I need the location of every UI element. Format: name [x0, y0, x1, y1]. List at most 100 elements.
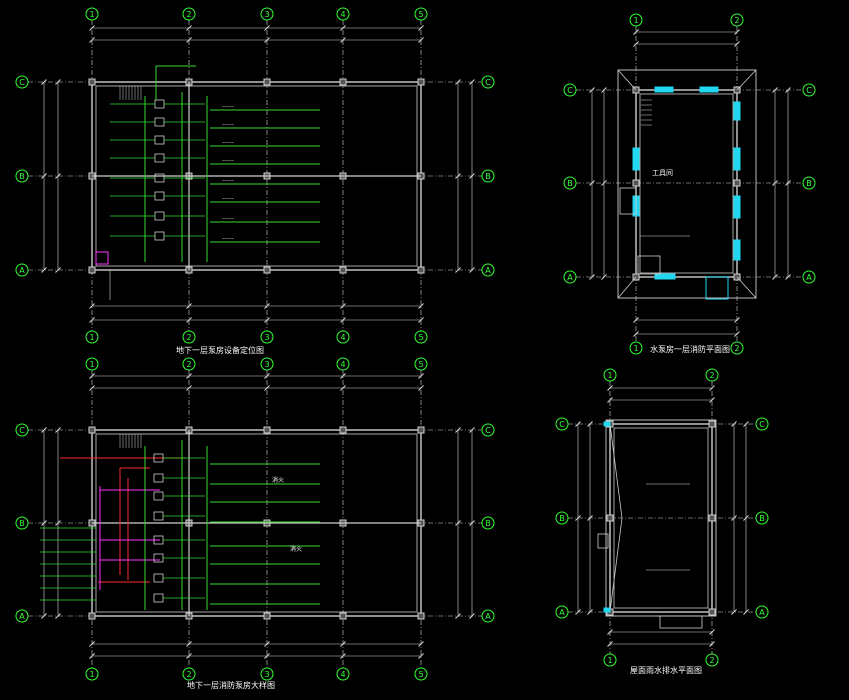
- plan-a-column: [339, 266, 347, 274]
- plan-a-dim-tick: [264, 25, 270, 31]
- plan-a-dim-tick: [418, 37, 424, 43]
- plan-a-title: 地下一层泵房设备定位图: [176, 345, 264, 355]
- plan-b-axis-bubble-top-label: 2: [186, 360, 191, 369]
- plan-c-axis-bubble-right-label: B: [806, 179, 812, 188]
- plan-c-window: [654, 273, 676, 280]
- plan-d-inner-wall: [613, 427, 709, 609]
- plan-a-axis-bubble-bottom: [260, 330, 274, 344]
- plan-b-axis-bubble-bottom-label: 3: [264, 670, 269, 679]
- plan-b-dim-tick: [55, 520, 61, 526]
- plan-a-dim-tick: [469, 173, 475, 179]
- plan-b-dim-tick: [418, 385, 424, 391]
- plan-b-dim-tick: [455, 520, 461, 526]
- plan-b-axis-bubble-left: [15, 609, 29, 623]
- plan-b-axis-bubble-top: [182, 357, 196, 371]
- plan-d-slope-line: [609, 517, 623, 613]
- plan-a-dim-tick: [89, 317, 95, 323]
- plan-a-dim-tick: [186, 303, 192, 309]
- plan-c-roof-edge: [617, 69, 757, 299]
- plan-a-pump: [154, 135, 165, 145]
- plan-a-axis-bubble-top-label: 1: [89, 10, 94, 19]
- plan-c-column: [733, 179, 741, 187]
- plan-a-dim-tick: [264, 317, 270, 323]
- plan-a-pipe-note: ———: [222, 178, 234, 183]
- plan-b-dim-tick: [55, 613, 61, 619]
- plan-b-dim-tick: [264, 641, 270, 647]
- plan-b-dim-tick: [264, 653, 270, 659]
- plan-c-axis-bubble-bottom-label: 1: [633, 344, 638, 353]
- plan-d-dim-tick: [709, 385, 715, 391]
- plan-b-axis-bubble-top: [336, 357, 350, 371]
- plan-d-column: [606, 514, 614, 522]
- plan-c-window: [632, 147, 640, 171]
- plan-b-axis-bubble-bottom-label: 4: [340, 670, 345, 679]
- plan-c-axis-bubble-left: [563, 270, 577, 284]
- plan-d-dim-tick: [731, 515, 737, 521]
- plan-b-dim-tick: [186, 385, 192, 391]
- plan-d-axis-bubble-left: [555, 417, 569, 431]
- plan-d-column: [708, 420, 716, 428]
- plan-d-axis-bubble-right: [755, 605, 769, 619]
- plan-c-dim-tick: [785, 180, 791, 186]
- plan-b-pump: [153, 473, 164, 483]
- plan-c-axis-bubble-bottom-label: 2: [734, 344, 739, 353]
- plan-c-axis-bubble-right: [802, 176, 816, 190]
- plan-b-axis-bubble-top: [414, 357, 428, 371]
- plan-b-axis-bubble-bottom-label: 5: [418, 670, 423, 679]
- plan-a-dim-tick: [455, 79, 461, 85]
- plan-c-room-label: 工具间: [652, 169, 673, 177]
- plan-a-dim-tick: [89, 303, 95, 309]
- plan-c-dim-tick: [633, 29, 639, 35]
- plan-b-axis-bubble-bottom: [414, 667, 428, 681]
- plan-a-axis-bubble-left-label: A: [19, 266, 25, 275]
- plan-a-dim-tick: [41, 79, 47, 85]
- plan-d-axis-bubble-top: [705, 368, 719, 382]
- plan-c-title: 水泵房一层消防平面图: [650, 344, 730, 354]
- plan-b-dim-tick: [469, 427, 475, 433]
- plan-b-axis-bubble-right-label: C: [485, 426, 491, 435]
- plan-b-dim-tick: [41, 427, 47, 433]
- plan-a-pump: [154, 153, 165, 163]
- plan-b-dim-tick: [469, 520, 475, 526]
- plan-a-column: [417, 266, 425, 274]
- plan-d-title: 屋面雨水排水平面图: [630, 665, 702, 675]
- plan-b-axis-bubble-top-label: 5: [418, 360, 423, 369]
- plan-a-pipe-note: ———: [222, 104, 234, 109]
- plan-a-pump: [154, 211, 165, 221]
- plan-a-axis-bubble-right: [481, 169, 495, 183]
- plan-b-dim-tick: [340, 653, 346, 659]
- plan-b-column: [263, 426, 271, 434]
- plan-d-dim-tick: [607, 397, 613, 403]
- plan-b-axis-bubble-top: [85, 357, 99, 371]
- plan-b-dim-tick: [186, 373, 192, 379]
- plan-b-dim-tick: [455, 613, 461, 619]
- plan-b-dim-tick: [89, 373, 95, 379]
- plan-b-dim-tick: [55, 427, 61, 433]
- plan-a-dim-tick: [340, 37, 346, 43]
- plan-b-axis-bubble-bottom-label: 1: [89, 670, 94, 679]
- plan-a-dim-tick: [264, 303, 270, 309]
- plan-a-dim-tick: [418, 317, 424, 323]
- plan-d-axis-bubble-bottom-label: 1: [607, 656, 612, 665]
- plan-c-dim-tick: [601, 87, 607, 93]
- plan-c-axis-bubble-right: [802, 83, 816, 97]
- plan-a-axis-bubble-bottom-label: 5: [418, 333, 423, 342]
- plan-b-axis-bubble-left: [15, 423, 29, 437]
- plan-d-axis-bubble-left: [555, 511, 569, 525]
- plan-a-column: [263, 78, 271, 86]
- plan-d-axis-bubble-right-label: C: [759, 420, 765, 429]
- plan-c-axis-bubble-bottom: [629, 341, 643, 355]
- plan-a-pump: [154, 191, 165, 201]
- plan-c-dim-tick: [734, 331, 740, 337]
- plan-b-axis-bubble-top-label: 3: [264, 360, 269, 369]
- plan-c-dim-tick: [601, 274, 607, 280]
- plan-b-dim-tick: [89, 385, 95, 391]
- plan-d-dim-tick: [731, 421, 737, 427]
- plan-c-axis-bubble-bottom: [730, 341, 744, 355]
- plan-c-window: [733, 239, 741, 261]
- plan-b-pipe-tag: 消火: [272, 476, 284, 484]
- plan-a-dim-tick: [418, 303, 424, 309]
- plan-a-dim-tick: [418, 25, 424, 31]
- plan-b-pump: [153, 511, 164, 521]
- plan-c-dim-tick: [589, 274, 595, 280]
